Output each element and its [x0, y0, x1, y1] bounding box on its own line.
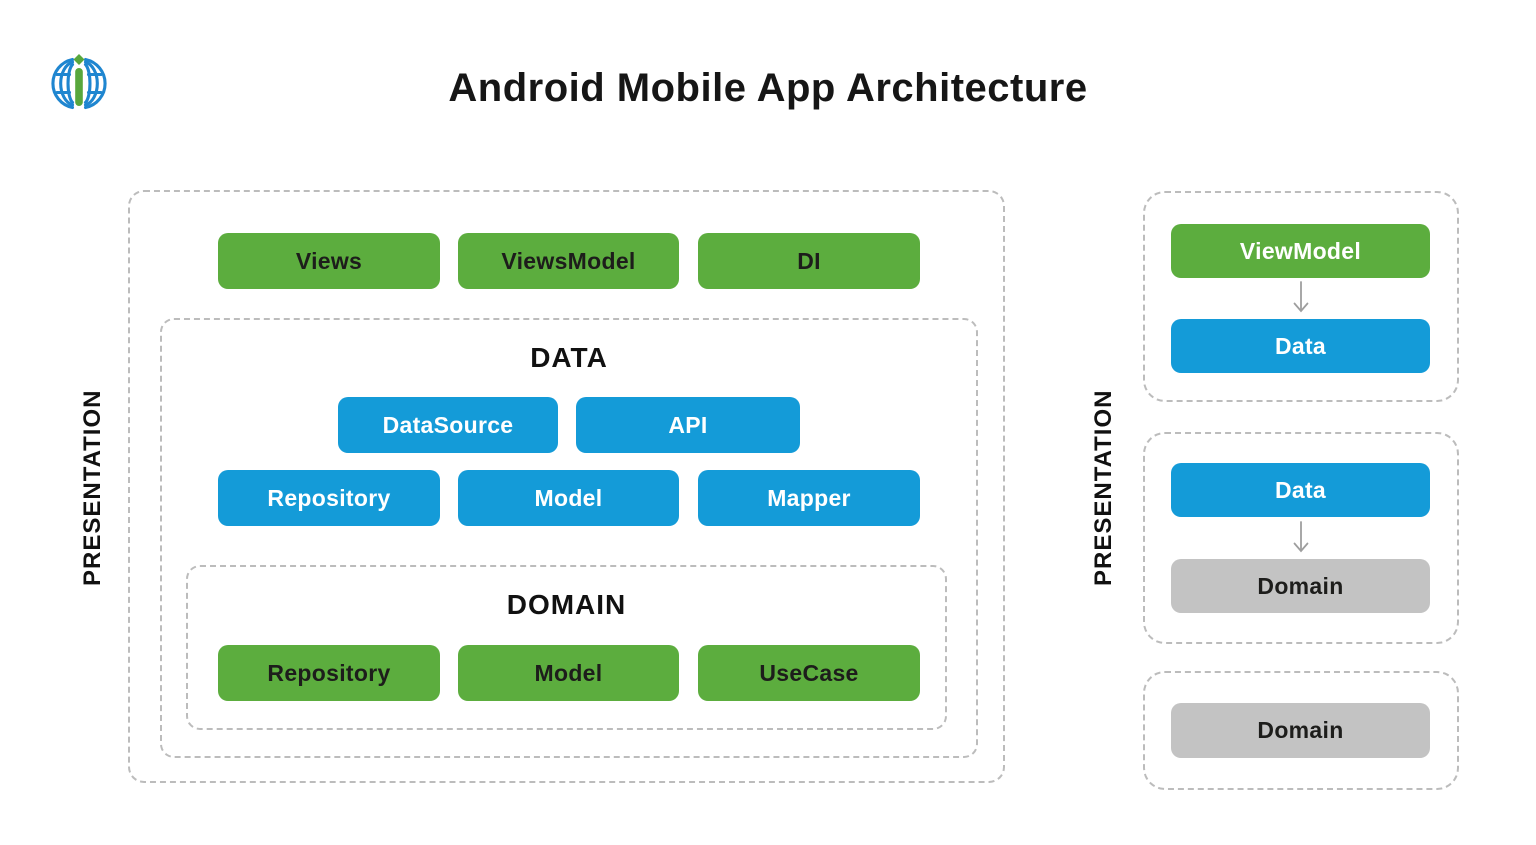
- arrow-down-icon: [1290, 281, 1312, 315]
- node-data-repository: Repository: [218, 470, 440, 526]
- page-title: Android Mobile App Architecture: [448, 66, 1088, 110]
- domain-section-label: DOMAIN: [506, 589, 627, 620]
- company-logo: [46, 48, 112, 120]
- node-di: DI: [698, 233, 920, 289]
- flow-box-domain: [1143, 671, 1459, 790]
- node-viewsmodel: ViewsModel: [458, 233, 679, 289]
- data-layer-box: [160, 318, 978, 758]
- node-api: API: [576, 397, 800, 453]
- node-flow3-domain: Domain: [1171, 703, 1430, 758]
- domain-layer-box: [186, 565, 947, 730]
- right-presentation-label: PRESENTATION: [1090, 389, 1117, 586]
- node-flow1-data: Data: [1171, 319, 1430, 373]
- node-views: Views: [218, 233, 440, 289]
- presentation-layer-box: [128, 190, 1005, 783]
- node-data-model: Model: [458, 470, 679, 526]
- node-domain-repository: Repository: [218, 645, 440, 701]
- node-datasource: DataSource: [338, 397, 558, 453]
- node-mapper: Mapper: [698, 470, 920, 526]
- left-presentation-label: PRESENTATION: [79, 389, 106, 586]
- globe-i-icon: [51, 54, 107, 110]
- flow-box-viewmodel-data: [1143, 191, 1459, 402]
- flow-box-data-domain: [1143, 432, 1459, 644]
- node-flow2-domain: Domain: [1171, 559, 1430, 613]
- node-domain-model: Model: [458, 645, 679, 701]
- node-viewmodel: ViewModel: [1171, 224, 1430, 278]
- node-flow2-data: Data: [1171, 463, 1430, 517]
- node-usecase: UseCase: [698, 645, 920, 701]
- arrow-down-icon: [1290, 521, 1312, 555]
- data-section-label: DATA: [530, 342, 608, 373]
